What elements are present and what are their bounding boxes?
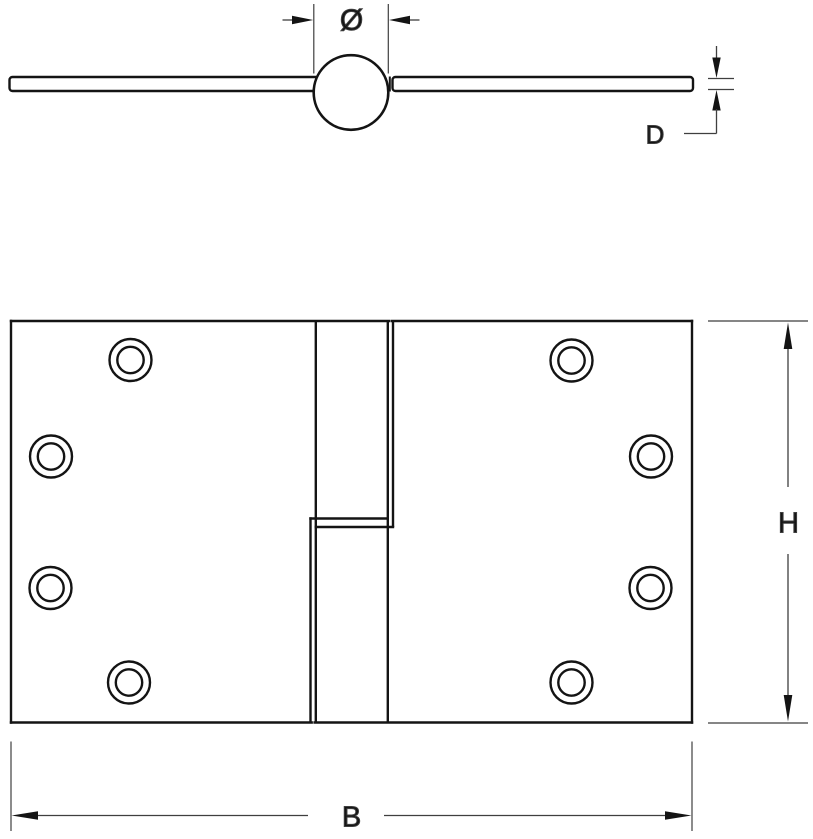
screw-hole (106, 660, 152, 705)
arrowhead-up-icon (712, 90, 721, 111)
thickness-dimension: D (645, 46, 734, 150)
height-dimension: H (708, 320, 808, 724)
screw-hole (108, 337, 153, 383)
arrowhead-up-icon (783, 322, 793, 349)
arrowhead-left-icon (11, 811, 38, 820)
arrowhead-down-icon (712, 57, 721, 78)
hinge-body-outline (9, 319, 694, 724)
right-leaf-edge-bar (391, 75, 695, 93)
screw-hole (549, 660, 594, 705)
arrowhead-right-icon (665, 811, 692, 820)
top-view: Ø D (8, 4, 734, 150)
screw-hole (628, 565, 673, 611)
diameter-dimension: Ø (282, 4, 420, 74)
width-label: B (342, 802, 361, 834)
diameter-label: Ø (340, 4, 363, 37)
screw-hole (28, 434, 74, 479)
front-view: H B (9, 319, 808, 834)
screw-hole (628, 434, 674, 479)
width-dimension: B (10, 741, 693, 834)
screw-hole (549, 338, 594, 383)
screw-hole (28, 565, 73, 611)
hinge-face (11, 321, 692, 723)
arrowhead-left-icon (389, 15, 410, 25)
knuckle-barrel (312, 53, 390, 132)
top-view-object (8, 53, 695, 132)
left-leaf-edge-bar (8, 75, 333, 93)
arrowhead-right-icon (292, 15, 314, 25)
arrowhead-down-icon (783, 695, 793, 722)
height-label: H (778, 508, 799, 540)
thickness-label: D (646, 120, 665, 150)
